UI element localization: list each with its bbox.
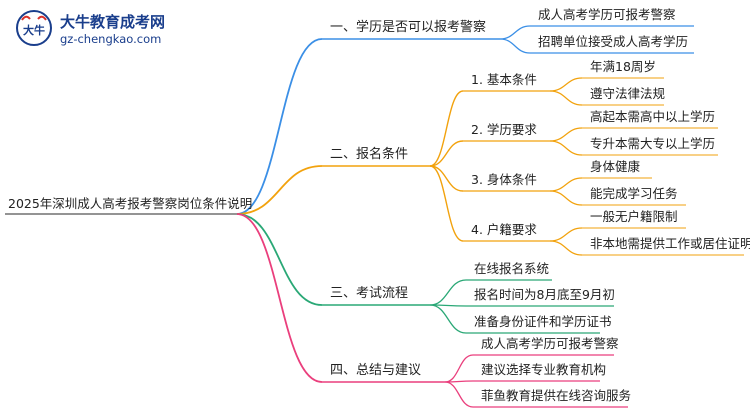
- leaf-node: 非本地需提供工作或居住证明: [590, 236, 750, 251]
- leaf-node: 能完成学习任务: [590, 186, 678, 201]
- logo-badge-text: 大牛: [23, 23, 45, 37]
- leaf-node: 年满18周岁: [590, 59, 656, 74]
- branch-node-2: 二、报名条件: [330, 147, 409, 162]
- connector-line: [549, 90, 583, 106]
- connector-line: [549, 240, 583, 256]
- branch-node-1: 一、学历是否可以报考警察: [330, 20, 487, 35]
- sub-node-basic: 1. 基本条件: [471, 72, 537, 87]
- leaf-node: 一般无户籍限制: [590, 209, 678, 224]
- connector-line: [549, 140, 583, 156]
- brand-logo: 大牛 大牛教育成考网 gz-chengkao.com: [8, 8, 168, 54]
- leaf-node: 成人高考学历可报考警察: [481, 336, 619, 351]
- connector-line: [499, 38, 531, 54]
- connector-line: [549, 177, 583, 192]
- connector-line: [236, 213, 323, 306]
- leaf-node: 在线报名系统: [474, 261, 550, 276]
- sub-node-education: 2. 学历要求: [471, 122, 537, 137]
- leaf-node: 高起本需高中以上学历: [590, 109, 716, 124]
- connector-line: [236, 165, 323, 215]
- connector-line: [549, 190, 583, 206]
- connector-line: [549, 127, 583, 142]
- leaf-node: 遵守法律法规: [590, 86, 666, 101]
- connector-line: [429, 90, 464, 167]
- connector-line: [549, 227, 583, 242]
- connector-line: [236, 213, 323, 383]
- connector-line: [444, 381, 474, 408]
- leaf-node: 建议选择专业教育机构: [481, 362, 607, 377]
- logo-title: 大牛教育成考网: [60, 13, 166, 31]
- connector-line: [549, 77, 583, 92]
- logo-url: gz-chengkao.com: [60, 32, 162, 46]
- sub-node-physical: 3. 身体条件: [471, 172, 537, 187]
- connector-line: [429, 165, 464, 242]
- leaf-node: 准备身份证件和学历证书: [474, 314, 612, 329]
- connector-line: [499, 25, 531, 40]
- leaf-node: 招聘单位接受成人高考学历: [538, 34, 689, 49]
- connector-line: [236, 38, 323, 215]
- leaf-node: 成人高考学历可报考警察: [538, 7, 676, 22]
- branch-node-3: 三、考试流程: [330, 286, 409, 301]
- connector-line: [429, 140, 464, 167]
- leaf-node: 专升本需大专以上学历: [590, 136, 716, 151]
- leaf-node: 菲鱼教育提供在线咨询服务: [481, 388, 632, 403]
- connector-line: [429, 279, 467, 306]
- branch-node-4: 四、总结与建议: [330, 363, 422, 378]
- root-node: 2025年深圳成人高考报考警察岗位条件说明: [8, 196, 253, 211]
- leaf-node: 报名时间为8月底至9月初: [474, 287, 615, 302]
- leaf-node: 身体健康: [590, 159, 641, 174]
- connector-line: [444, 354, 474, 383]
- sub-node-household: 4. 户籍要求: [471, 222, 537, 237]
- bull-logo-icon: 大牛: [16, 10, 52, 46]
- connector-line: [429, 165, 464, 192]
- connector-line: [429, 304, 467, 334]
